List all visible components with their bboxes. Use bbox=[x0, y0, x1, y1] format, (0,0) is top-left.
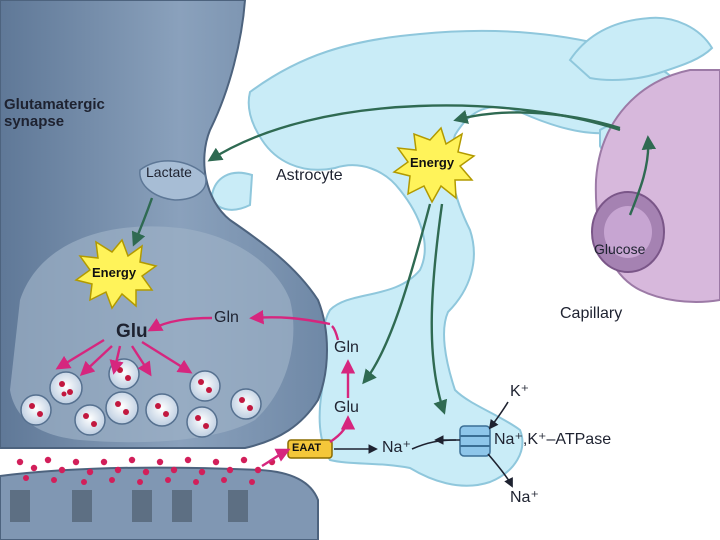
na-out-label: Na⁺ bbox=[510, 489, 539, 506]
synaptic-vesicle bbox=[74, 404, 106, 436]
na-in-label: Na⁺ bbox=[382, 439, 411, 456]
arrow-gln-to-glu-neuron bbox=[147, 316, 213, 332]
gln-astrocyte-label: Gln bbox=[334, 339, 359, 356]
arrow-k-in bbox=[488, 401, 509, 430]
arrow-glu-to-vesicle-2 bbox=[109, 345, 124, 375]
arrow-cleft-to-eaat bbox=[261, 448, 291, 468]
postsynaptic-shape bbox=[0, 466, 319, 540]
arrow-lactate-to-energy bbox=[131, 197, 154, 247]
glucose-label: Glucose bbox=[594, 241, 646, 257]
arrow-gln-to-neuron bbox=[249, 309, 331, 326]
arrow-energy-to-pump bbox=[430, 203, 448, 415]
energy-burst-neuron bbox=[74, 238, 158, 310]
synaptic-vesicle bbox=[230, 388, 262, 420]
lactate-label: Lactate bbox=[146, 164, 192, 180]
arrow-gln-astro-to-gln bbox=[331, 325, 340, 341]
energy-astrocyte-label: Energy bbox=[410, 155, 455, 170]
arrow-energy-to-gln bbox=[362, 203, 432, 385]
neuron-terminal-shape bbox=[0, 0, 328, 449]
astrocyte-label: Astrocyte bbox=[276, 167, 343, 184]
arrow-glu-to-vesicle-4 bbox=[141, 340, 193, 374]
arrow-eaat-to-glu-astro bbox=[329, 415, 356, 443]
glutamate-cycle-arrows bbox=[55, 309, 356, 468]
ion-flow-arrows bbox=[334, 401, 513, 488]
glu-astrocyte-label: Glu bbox=[334, 399, 359, 416]
metabolic-arrows bbox=[131, 104, 657, 415]
title-line2: synapse bbox=[4, 113, 65, 130]
title-label: Glutamatergic synapse bbox=[4, 96, 105, 130]
arrow-glu-to-vesicle-1 bbox=[79, 345, 113, 376]
synaptic-vesicle bbox=[186, 406, 218, 438]
gln-neuron-label: Gln bbox=[214, 309, 239, 326]
capillary-label: Capillary bbox=[560, 305, 623, 322]
synaptic-vesicle bbox=[49, 371, 83, 405]
synaptic-vesicle bbox=[105, 391, 139, 425]
title-line1: Glutamatergic bbox=[4, 96, 105, 113]
synaptic-vesicle bbox=[145, 393, 179, 427]
arrow-glucose-uptake bbox=[628, 135, 657, 216]
arrow-to-astrocyte-energy bbox=[453, 110, 621, 130]
glutamate-cleft-dots bbox=[16, 456, 276, 485]
glu-neuron-label: Glu bbox=[116, 321, 148, 342]
na-k-atpase-pump bbox=[459, 425, 491, 457]
synaptic-vesicle bbox=[108, 358, 140, 390]
capillary-shape bbox=[591, 69, 720, 303]
k-label: K⁺ bbox=[510, 383, 530, 400]
synaptic-vesicle bbox=[189, 370, 221, 402]
atpase-label: Na⁺,K⁺–ATPase bbox=[494, 431, 612, 448]
energy-burst-astrocyte bbox=[392, 126, 476, 204]
synaptic-vesicle bbox=[20, 394, 52, 426]
arrow-pump-na-out bbox=[487, 453, 513, 488]
arrow-glu-to-vesicle-5 bbox=[55, 338, 105, 370]
eaat-label: EAAT bbox=[292, 442, 322, 454]
arrow-glu-to-vesicle-3 bbox=[130, 345, 152, 377]
energy-neuron-label: Energy bbox=[92, 265, 137, 280]
